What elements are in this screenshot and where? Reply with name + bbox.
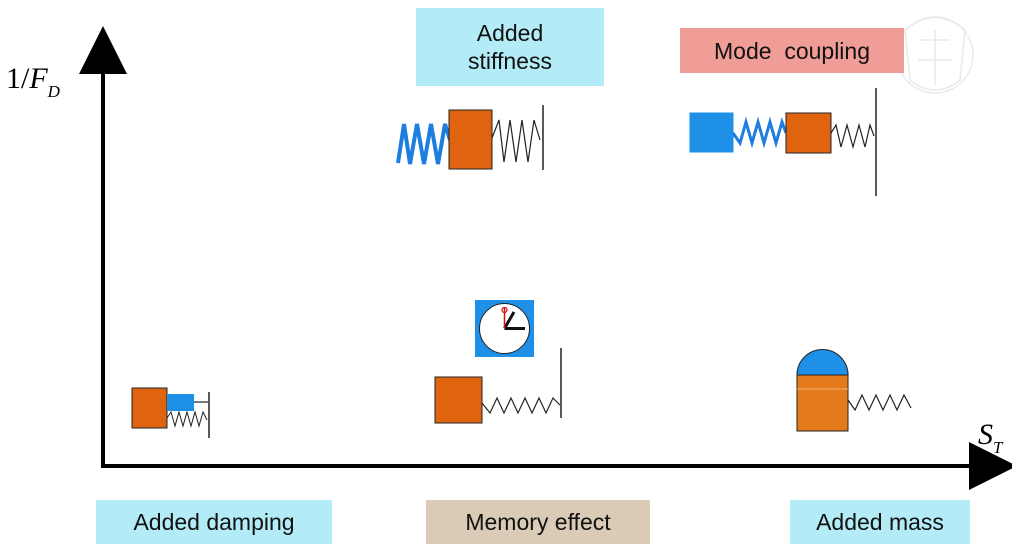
x-axis-var: S — [978, 418, 993, 451]
black-spring — [491, 119, 541, 163]
blue-spring — [396, 123, 452, 165]
mode-coupling-illustration — [689, 88, 877, 196]
added-mass-label: Added mass — [790, 500, 970, 544]
x-axis-label: ST — [978, 418, 1002, 458]
station-clock-icon — [475, 300, 534, 357]
stiffness-illustration — [396, 105, 544, 170]
added-stiffness-label: Added stiffness — [416, 8, 604, 86]
orange-mass — [796, 374, 849, 432]
memory-effect-text: Memory effect — [465, 509, 611, 535]
blue-mass — [689, 112, 734, 153]
damping-spring — [166, 410, 208, 428]
memory-effect-label: Memory effect — [426, 500, 650, 544]
added-stiffness-text: Added stiffness — [468, 20, 552, 74]
crest-watermark-icon — [896, 16, 974, 94]
y-axis-prefix: 1/ — [6, 62, 30, 95]
y-axis-sub: D — [47, 82, 60, 101]
added-damping-label: Added damping — [96, 500, 332, 544]
black-spring — [481, 396, 561, 415]
mode-coupling-label: Mode coupling — [680, 28, 904, 73]
orange-mass — [131, 387, 168, 429]
damping-illustration — [131, 387, 210, 438]
dashpot-piston — [167, 394, 194, 411]
added-mass-text: Added mass — [816, 509, 944, 535]
mode-coupling-text: Mode coupling — [714, 37, 870, 64]
blue-spring — [731, 116, 788, 149]
added-damping-text: Added damping — [133, 509, 295, 535]
orange-mass — [448, 109, 493, 170]
memory-illustration — [434, 300, 562, 424]
orange-mass — [434, 376, 483, 424]
black-spring — [830, 122, 875, 150]
y-axis-label: 1/FD — [6, 62, 60, 102]
black-spring — [847, 393, 912, 412]
orange-mass — [785, 112, 832, 154]
added-mass-illustration — [796, 349, 912, 432]
x-axis-sub: T — [993, 438, 1003, 457]
y-axis-var: F — [29, 62, 48, 95]
